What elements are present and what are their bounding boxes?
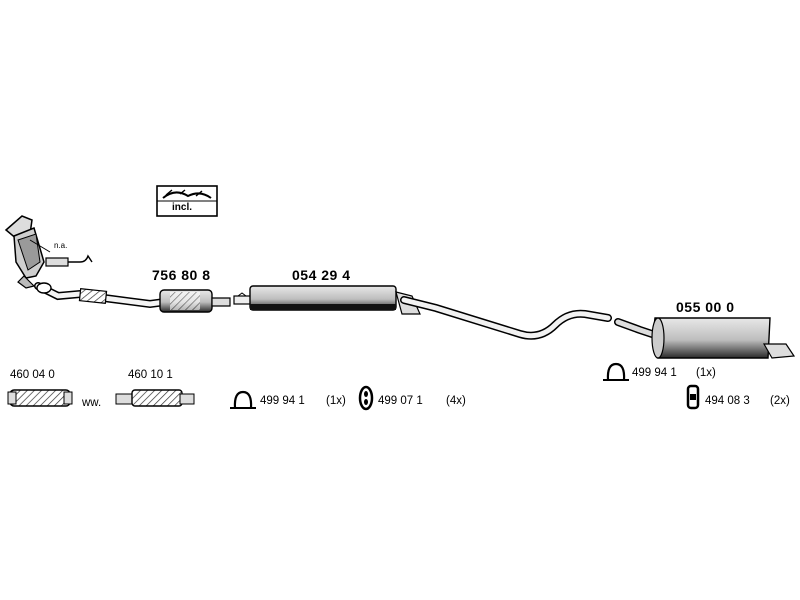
clamp-rear-icon [603, 362, 629, 381]
flex-separator: ww. [82, 397, 102, 409]
clamp-rear-qty: (1x) [696, 367, 716, 379]
front-pipe [34, 282, 169, 309]
clamp-qty: (1x) [326, 395, 346, 407]
hanger-number: 499 07 1 [378, 395, 423, 407]
part-number-center-silencer: 054 29 4 [292, 267, 351, 283]
rear-silencer [614, 317, 796, 359]
flex-pipe-long [115, 389, 195, 407]
kit-box [156, 185, 218, 217]
clamp-rear-number: 499 94 1 [632, 367, 677, 379]
mount-number: 494 08 3 [705, 395, 750, 407]
part-number-flex-long: 460 10 1 [128, 369, 173, 381]
part-number-rear-silencer: 055 00 0 [676, 299, 735, 315]
front-silencer [159, 289, 231, 313]
clamp-icon [230, 390, 256, 409]
mount-qty: (2x) [770, 395, 790, 407]
hanger-qty: (4x) [446, 395, 466, 407]
rubber-mount-icon [686, 384, 700, 410]
intermediate-pipe [400, 296, 612, 340]
hanger-ring-icon [358, 385, 374, 411]
flex-pipe-short [7, 389, 73, 407]
part-number-flex-short: 460 04 0 [10, 369, 55, 381]
center-silencer [249, 285, 421, 315]
clamp-number: 499 94 1 [260, 395, 305, 407]
kit-box-label: incl. [172, 202, 193, 213]
catalytic-converter [4, 215, 45, 289]
sensor-note: n.a. [54, 241, 68, 250]
part-number-front-pipe: 756 80 8 [152, 267, 211, 283]
lambda-sensor [29, 239, 93, 267]
